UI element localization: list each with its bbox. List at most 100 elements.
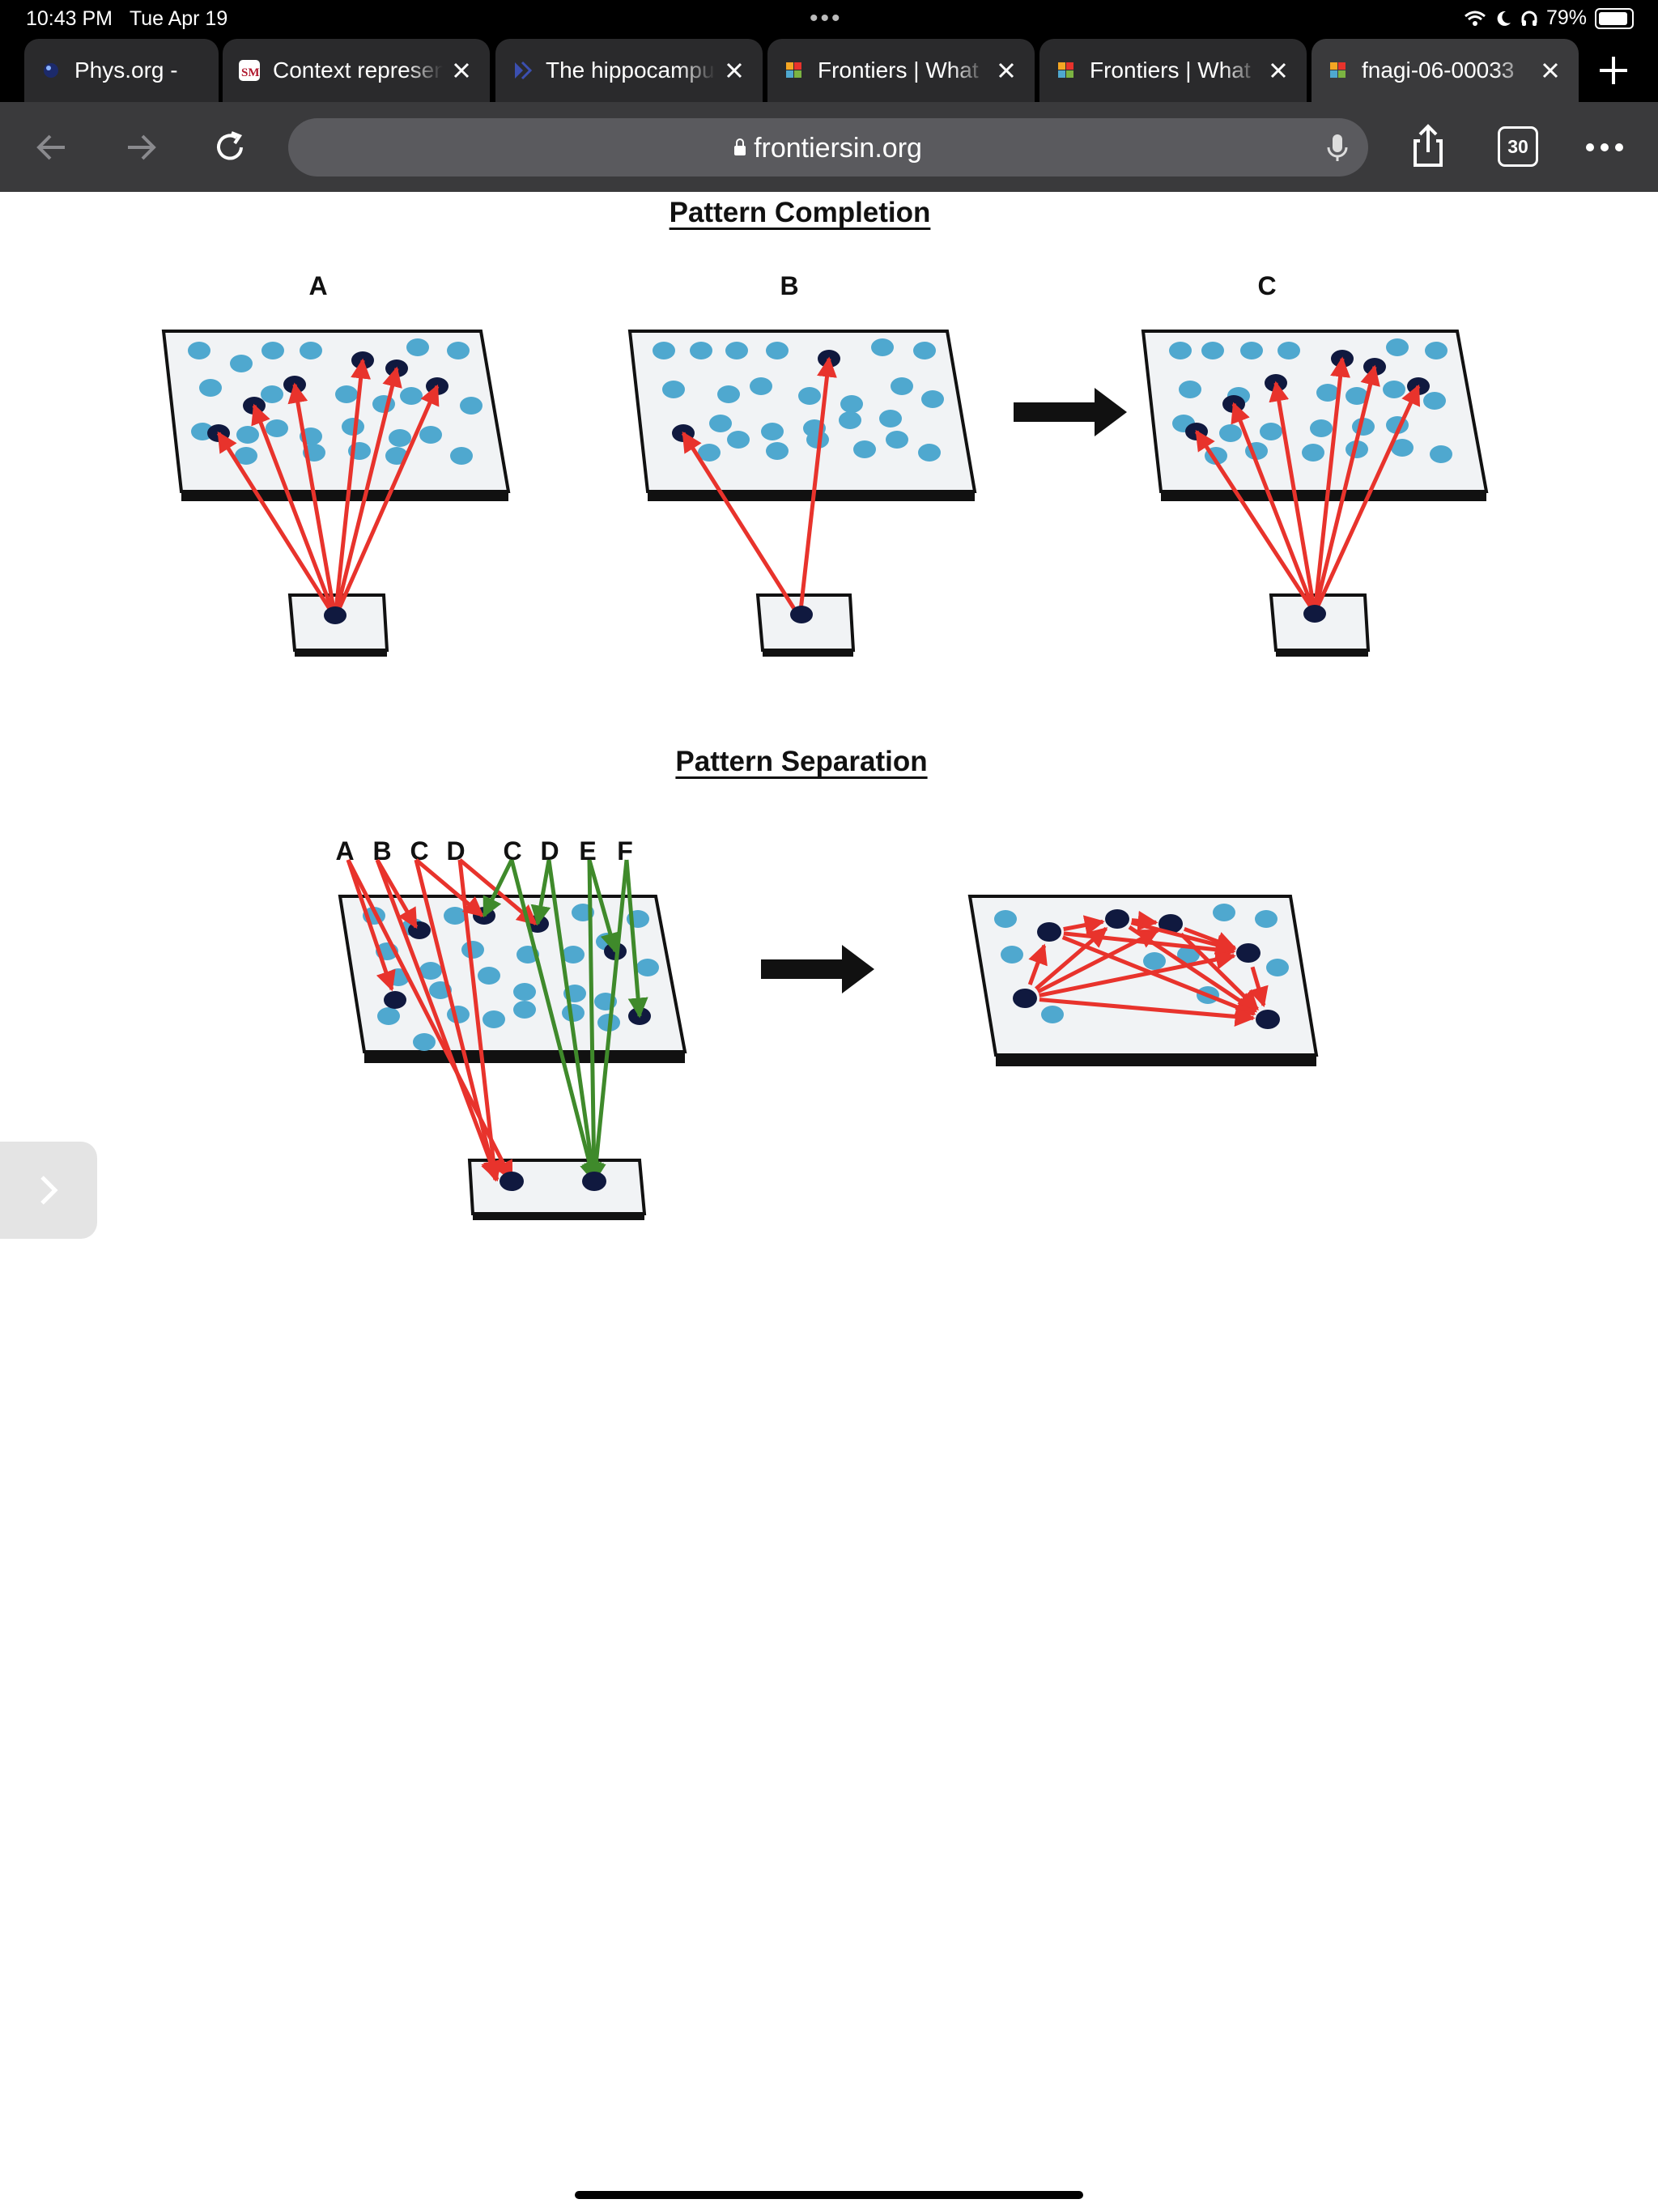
physorg-favicon-icon [44,63,58,78]
frontiers-favicon-icon [1058,62,1073,78]
hippocampus-pattern-figure [161,330,1489,1220]
active-cell [1037,922,1061,942]
panel-b-cell [662,381,685,398]
panel-b-slab-edge [648,491,975,501]
separation-red-arrow [375,858,419,929]
separation-green-arrow [585,859,629,1184]
reload-icon[interactable] [207,125,253,170]
close-tab-icon[interactable] [1266,58,1290,83]
panel-c-cell [1391,439,1414,457]
recurrent-connection-arrow [1039,998,1256,1027]
new-tab-plus-icon[interactable] [1593,50,1634,91]
network-cell [1177,946,1200,963]
moon-icon [1497,11,1511,26]
panel-c-cell [1201,342,1224,359]
panel-c-output-slab [1269,593,1371,652]
panel-c-cell [1310,419,1333,437]
back-arrow-icon[interactable] [29,125,74,170]
panel-b-cell [717,385,740,403]
recurrent-connection-arrow [1035,926,1108,991]
network-cell [1255,910,1278,928]
more-options-icon[interactable] [1579,121,1630,173]
tab-3[interactable]: Frontiers | What [767,39,1035,102]
completion-arrow [1194,429,1317,615]
browser-toolbar: frontiersin.org 30 [0,102,1658,192]
browser-chrome: 10:43 PM Tue Apr 19 ••• 79% Phys.org - S… [0,0,1658,192]
wifi-icon [1464,11,1486,26]
initial-arrow [681,431,802,619]
status-time: 10:43 PM Tue Apr 19 [26,7,228,30]
panel-a-slab-edge [181,491,508,501]
separation-red-arrow [414,858,484,917]
network-cell [1213,904,1235,921]
tab-0[interactable]: Phys.org - [24,39,219,102]
headphones-icon [1521,11,1537,26]
projection-arrow-a [333,366,402,619]
frontiers-favicon-icon [786,62,801,78]
initial-arrow [797,356,837,619]
completion-arrow [1231,402,1317,614]
separation-cell [483,1010,505,1028]
panel-a-cell [406,338,429,356]
input-label-d2: D [540,836,559,866]
panel-a-cell [419,426,442,444]
recurrent-connection-arrow [1036,928,1160,994]
close-tab-icon[interactable] [994,58,1018,83]
input-label-b: B [372,836,392,866]
tab-count-button[interactable]: 30 [1498,126,1538,167]
tab-1[interactable]: SM Context representation [223,39,490,102]
share-icon[interactable] [1402,121,1454,173]
panel-c-cell [1386,338,1409,356]
panel-b-cell [806,431,829,449]
tab-title: Frontiers | What [818,57,979,83]
panel-b-cell [727,431,750,449]
network-cell [1266,959,1289,976]
address-bar[interactable]: frontiersin.org [288,118,1368,177]
separation-cell [513,983,536,1001]
input-label-e: E [579,836,597,866]
close-tab-icon[interactable] [1538,58,1562,83]
panel-c-cell [1316,384,1339,402]
multitask-dots-icon[interactable]: ••• [810,5,843,32]
panel-c-cell [1240,342,1263,359]
tab-4[interactable]: Frontiers | What [1039,39,1307,102]
active-cell [408,921,431,939]
page-content: Pattern Completion A B C Pattern Separat… [0,192,1658,2212]
panel-b-cell [853,440,876,458]
close-tab-icon[interactable] [449,58,474,83]
home-indicator[interactable] [575,2191,1083,2199]
panel-a-cell [342,418,364,436]
panel-c-cell [1179,381,1201,398]
separation-green-arrow [546,859,602,1184]
separation-cell [478,967,500,985]
frontiers-favicon-icon [1330,62,1346,78]
svg-text:SM: SM [241,66,260,79]
tab-2[interactable]: The hippocampus [495,39,763,102]
pattern-completion-title: Pattern Completion [669,197,931,228]
panel-b-cell [766,442,789,460]
network-cell [1001,946,1023,963]
projection-arrow-a [216,431,338,619]
active-cell [1236,943,1261,963]
panel-b-cell [750,377,772,395]
transition-arrow [1014,388,1127,436]
status-indicators: 79% [1464,6,1634,30]
network-cell [1143,952,1166,970]
forward-arrow-icon[interactable] [118,125,164,170]
panel-a-cell [300,342,322,359]
tab-5-active[interactable]: fnagi-06-00033 [1312,39,1579,102]
network-cell [994,910,1017,928]
microphone-icon[interactable] [1320,130,1355,165]
panel-b-cell [709,415,732,432]
recurrent-connection-arrow [1061,935,1256,1017]
separation-cell [562,1004,585,1022]
separation-green-arrow [587,859,620,954]
tab-title: Frontiers | What [1090,57,1251,83]
panel-b-cell [871,338,894,356]
side-expand-button[interactable] [0,1142,97,1239]
recurrent-connection-arrow [1039,949,1236,998]
panel-b-cell [879,410,902,428]
panel-a-cell [372,395,395,413]
tab-title: fnagi-06-00033 [1362,57,1515,83]
close-tab-icon[interactable] [722,58,746,83]
